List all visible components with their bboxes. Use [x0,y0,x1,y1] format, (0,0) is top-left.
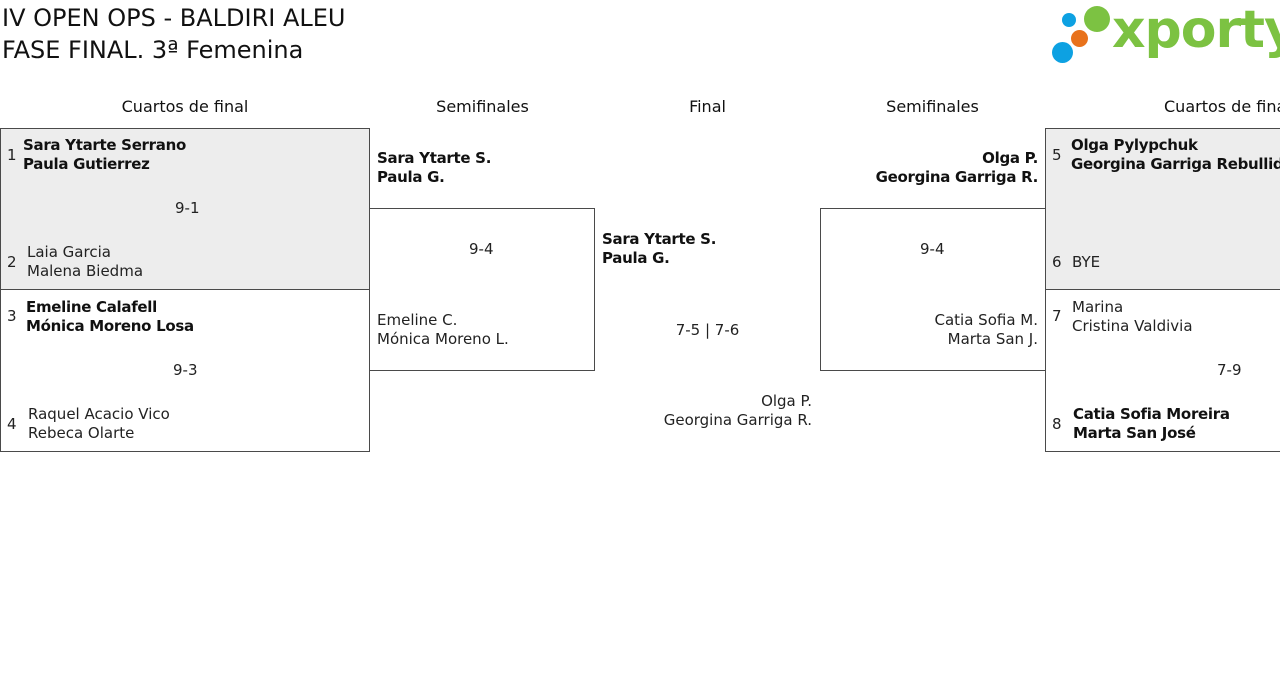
page-title: IV OPEN OPS - BALDIRI ALEU [2,4,346,32]
player-name: Sara Ytarte S. [602,230,717,248]
seed-number: 1 [7,146,17,164]
player-name: Olga Pylypchuk [1071,136,1198,154]
player-name: Marta San J. [947,330,1038,348]
player-name: Mónica Moreno L. [377,330,509,348]
match-box-qf3[interactable] [1045,128,1280,290]
player-name: Emeline Calafell [26,298,157,316]
player-name: Olga P. [982,149,1038,167]
player-name: Marta San José [1073,424,1196,442]
seed-number: 4 [7,415,17,433]
round-header-left-quarterfinals: Cuartos de final [121,97,249,116]
team-seed-1[interactable]: Sara Ytarte Serrano Paula Gutierrez [23,136,186,174]
xporty-logo[interactable]: xporty [1050,0,1280,66]
match-box-left-semifinal[interactable] [369,208,595,371]
player-name: BYE [1072,253,1101,271]
player-name: Paula G. [602,249,670,267]
player-name: Mónica Moreno Losa [26,317,194,335]
player-name: Rebeca Olarte [28,424,135,442]
player-name: Emeline C. [377,311,458,329]
team-final-winner[interactable]: Sara Ytarte S. Paula G. [602,230,716,268]
player-name: Paula G. [377,168,445,186]
match-box-qf1[interactable] [0,128,370,290]
player-name: Laia Garcia [27,243,111,261]
page-subtitle: FASE FINAL. 3ª Femenina [2,36,304,64]
team-seed-3[interactable]: Emeline Calafell Mónica Moreno Losa [26,298,194,336]
player-name: Georgina Garriga R. [875,168,1039,186]
player-name: Marina [1072,298,1124,316]
team-left-sf-loser[interactable]: Emeline C. Mónica Moreno L. [377,311,509,349]
round-header-left-semifinals: Semifinales [436,97,529,116]
match-score-qf1: 9-1 [175,199,200,217]
logo-dot-orange [1071,30,1088,47]
team-right-sf-loser[interactable]: Catia Sofia M. Marta San J. [935,311,1039,349]
seed-number: 8 [1052,415,1062,433]
match-score-left-semifinal: 9-4 [469,240,494,258]
match-score-right-semifinal: 9-4 [920,240,945,258]
logo-dot-green [1084,6,1110,32]
player-name: Georgina Garriga R. [663,411,812,429]
team-seed-7[interactable]: Marina Cristina Valdivia [1072,298,1193,336]
team-seed-2[interactable]: Laia Garcia Malena Biedma [27,243,143,281]
seed-number: 2 [7,253,17,271]
player-name: Catia Sofia M. [934,311,1039,329]
round-header-right-semifinals: Semifinales [886,97,979,116]
player-name: Sara Ytarte S. [377,149,492,167]
player-name: Olga P. [761,392,812,410]
player-name: Raquel Acacio Vico [28,405,170,423]
team-seed-4[interactable]: Raquel Acacio Vico Rebeca Olarte [28,405,170,443]
round-header-right-quarterfinals: Cuartos de final [1164,97,1280,116]
team-seed-8[interactable]: Catia Sofia Moreira Marta San José [1073,405,1230,443]
match-score-qf2: 9-3 [173,361,198,379]
player-name: Catia Sofia Moreira [1073,405,1230,423]
team-left-sf-winner[interactable]: Sara Ytarte S. Paula G. [377,149,491,187]
player-name: Georgina Garriga Rebullida [1071,155,1280,173]
team-final-runner-up[interactable]: Olga P. Georgina Garriga R. [664,392,812,430]
seed-number: 6 [1052,253,1062,271]
match-score-final: 7-5 | 7-6 [675,321,740,339]
team-right-sf-winner[interactable]: Olga P. Georgina Garriga R. [875,149,1039,187]
round-header-final: Final [689,97,726,116]
logo-dot-blue-top [1062,13,1076,27]
seed-number: 7 [1052,307,1062,325]
team-seed-5[interactable]: Olga Pylypchuk Georgina Garriga Rebullid… [1071,136,1280,174]
player-name: Paula Gutierrez [23,155,150,173]
seed-number: 3 [7,307,17,325]
player-name: Malena Biedma [27,262,144,280]
match-box-qf4[interactable] [1045,289,1280,452]
seed-number: 5 [1052,146,1062,164]
player-name: Sara Ytarte Serrano [23,136,186,154]
logo-dot-blue-bottom [1052,42,1073,63]
player-name: Cristina Valdivia [1072,317,1193,335]
team-seed-6-bye[interactable]: BYE [1072,253,1100,272]
match-score-qf4: 7-9 [1217,361,1242,379]
logo-wordmark: xporty [1112,0,1280,60]
